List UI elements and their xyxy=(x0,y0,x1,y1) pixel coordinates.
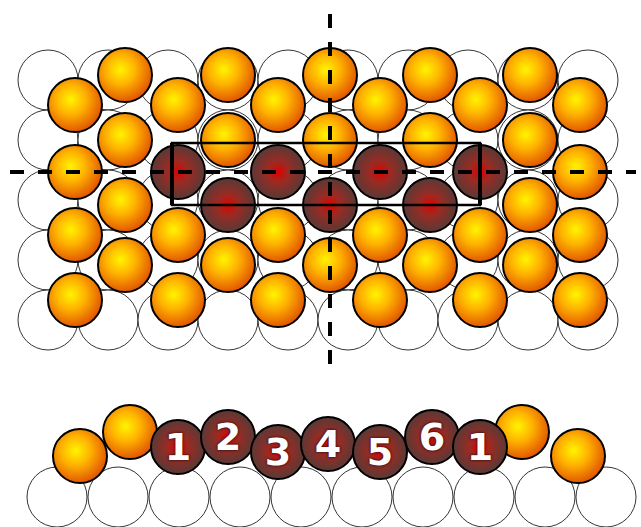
callout-number: 4 xyxy=(300,416,356,472)
surface-atom xyxy=(251,78,305,132)
surface-atom xyxy=(403,238,457,292)
atom-circle xyxy=(453,420,507,474)
substrate-side xyxy=(27,467,636,527)
surface-atom xyxy=(48,208,102,262)
surface-atom xyxy=(151,78,205,132)
surface-atom xyxy=(201,48,255,102)
numbered-atom: 6 xyxy=(404,409,460,465)
atom-circle xyxy=(301,417,355,471)
substrate-atom xyxy=(498,110,558,170)
numbered-atom: 4 xyxy=(300,416,356,472)
surface-atom xyxy=(353,208,407,262)
surface-atom xyxy=(251,273,305,327)
mirror-line xyxy=(328,14,332,372)
substrate-atom xyxy=(149,467,209,527)
surface-atom xyxy=(53,429,107,483)
cell-edge xyxy=(478,143,482,205)
surface-atom xyxy=(98,113,152,167)
cell-edge xyxy=(170,143,174,205)
surface-layer xyxy=(48,48,607,327)
surface-atom xyxy=(553,273,607,327)
numbered-atom: 2 xyxy=(200,409,256,465)
surface-atom xyxy=(453,208,507,262)
atom-circle xyxy=(405,410,459,464)
atom-circle xyxy=(251,425,305,479)
callout-number: 2 xyxy=(200,409,256,465)
callout-number: 3 xyxy=(250,424,306,480)
numbered-atom: 1 xyxy=(452,419,508,475)
surface-atom xyxy=(98,48,152,102)
surface-atom xyxy=(453,78,507,132)
surface-atom xyxy=(251,208,305,262)
surface-atom xyxy=(553,208,607,262)
surface-atom xyxy=(353,273,407,327)
surface-atom xyxy=(403,48,457,102)
surface-atom xyxy=(503,238,557,292)
surface-atom xyxy=(151,273,205,327)
surface-atom xyxy=(103,405,157,459)
numbered-atom: 1 xyxy=(150,419,206,475)
mirror-line xyxy=(10,170,636,174)
substrate-atom xyxy=(198,110,258,170)
surface-atom xyxy=(98,238,152,292)
surface-atom xyxy=(201,113,255,167)
callout-number: 1 xyxy=(452,419,508,475)
atom-circle xyxy=(353,425,407,479)
numbered-atom: 5 xyxy=(352,424,408,480)
surface-atom xyxy=(503,178,557,232)
surface-atom xyxy=(551,429,605,483)
surface-atom xyxy=(201,238,255,292)
surface-side xyxy=(53,405,605,483)
surface-atom xyxy=(48,273,102,327)
atom-circle xyxy=(201,410,255,464)
symmetry-axes xyxy=(10,14,636,372)
surface-atom xyxy=(403,113,457,167)
surface-atom xyxy=(98,178,152,232)
atom-circle xyxy=(151,420,205,474)
surface-atom xyxy=(503,48,557,102)
substrate-atom xyxy=(393,467,453,527)
numbered-atom: 3 xyxy=(250,424,306,480)
substrate-atom xyxy=(454,467,514,527)
surface-atom xyxy=(353,78,407,132)
surface-atom xyxy=(151,208,205,262)
substrate-atom xyxy=(198,290,258,350)
substrate-atom xyxy=(210,467,270,527)
surface-atom xyxy=(503,113,557,167)
callout-number: 1 xyxy=(150,419,206,475)
callout-number: 5 xyxy=(352,424,408,480)
surface-atom xyxy=(553,78,607,132)
surface-atom xyxy=(48,78,102,132)
surface-atom xyxy=(453,273,507,327)
callout-number: 6 xyxy=(404,409,460,465)
